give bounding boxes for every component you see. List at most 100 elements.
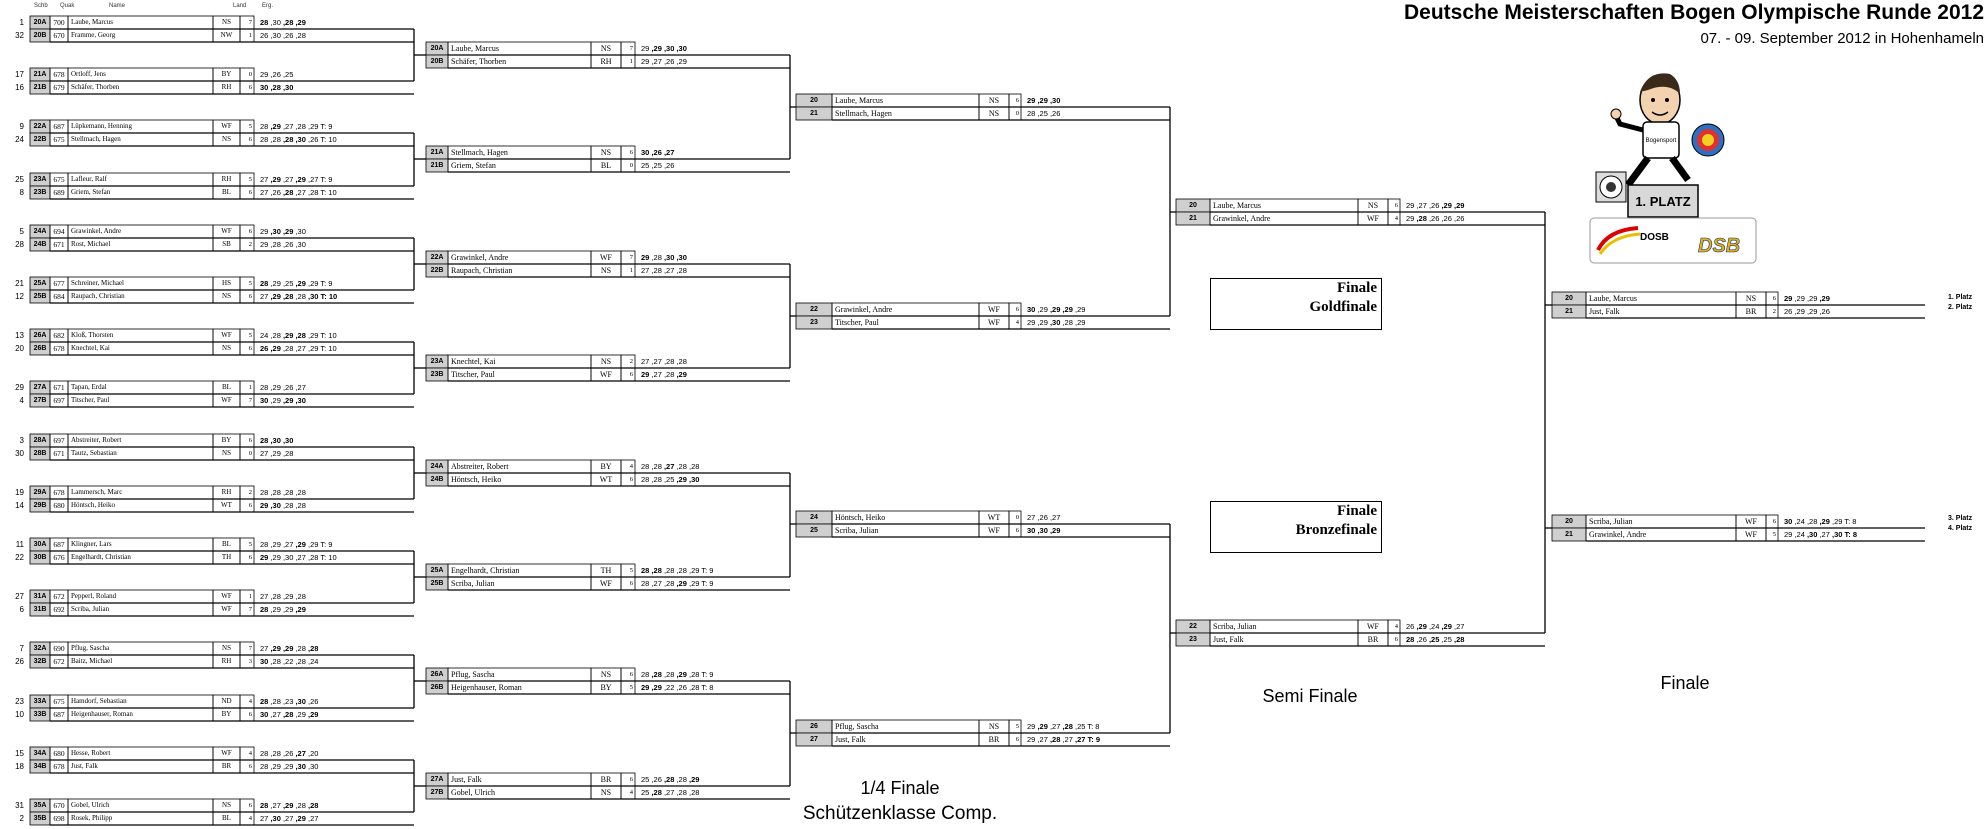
end-score: ,27 <box>270 710 283 719</box>
col-header-name: Name <box>109 3 126 9</box>
end-score: ,28 <box>651 566 664 575</box>
end-scores: 30 ,29 ,29 ,30 <box>260 394 306 407</box>
end-score: ,29 <box>1819 517 1832 526</box>
state-code: WF <box>221 396 232 404</box>
seed-number: 3 <box>19 436 24 445</box>
qual-score: 678 <box>53 488 65 497</box>
end-score: ,26 <box>307 697 319 706</box>
end-score: 28 <box>641 670 652 679</box>
end-scores: 29 ,29 ,30 <box>1027 94 1060 107</box>
qual-score: 670 <box>53 801 65 810</box>
end-score: ,26 <box>651 775 664 784</box>
match-code: 20 <box>1565 295 1573 302</box>
end-scores: 29 ,27 ,26 ,29 <box>641 55 687 68</box>
end-scores: 30 ,24 ,28 ,29 ,29 T: 8 <box>1784 515 1856 528</box>
match-code: 21 <box>1189 215 1197 222</box>
end-score: ,28 <box>270 488 283 497</box>
end-score: 29 <box>641 683 652 692</box>
end-score: ,29 T: 9 <box>307 122 333 131</box>
match-code: 25B <box>33 293 47 300</box>
end-score: ,28 <box>270 657 283 666</box>
end-score: ,29 <box>282 762 296 771</box>
podium-label: 1. PLATZ <box>1635 194 1690 209</box>
match-code: 31B <box>33 606 47 613</box>
end-score: 25 <box>641 788 652 797</box>
athlete-name: Scriba, Julian <box>835 526 879 535</box>
qual-score: 671 <box>53 240 65 249</box>
seed-number: 14 <box>15 501 24 510</box>
match-code: 20B <box>430 58 444 65</box>
end-score: ,30 <box>295 240 306 249</box>
end-score: ,28 <box>688 788 700 797</box>
athlete-name: Engelhardt, Christian <box>71 553 131 561</box>
state-code: NS <box>222 644 231 652</box>
end-score: ,29 <box>282 396 296 405</box>
state-code: HS <box>222 279 231 287</box>
seed-number: 26 <box>15 657 24 666</box>
set-points: 4 <box>1394 215 1398 222</box>
state-code: NS <box>222 344 231 352</box>
end-score: ,30 <box>295 135 308 144</box>
state-code: NS <box>600 357 612 366</box>
end-scores: 29 ,30 ,28 ,28 <box>260 499 306 512</box>
qual-score: 676 <box>53 553 65 562</box>
qual-score: 671 <box>53 449 65 458</box>
end-score: ,29 <box>688 775 700 784</box>
end-score: ,27 <box>1819 530 1832 539</box>
end-score: 26 <box>260 31 271 40</box>
end-score: ,29 <box>1074 305 1086 314</box>
state-code: WF <box>600 370 612 379</box>
end-score: ,26 <box>1819 307 1830 316</box>
athlete-name: Raupach, Christian <box>451 266 513 275</box>
set-points: 6 <box>629 371 633 378</box>
end-scores: 28 ,28 ,27 ,28 ,28 <box>641 460 699 473</box>
end-score: ,27 <box>1049 722 1063 731</box>
end-scores: 30 ,26 ,27 <box>641 146 674 159</box>
set-points: 6 <box>248 84 252 91</box>
qual-score: 687 <box>53 710 65 719</box>
seed-number: 32 <box>15 31 24 40</box>
match-code: 21 <box>1565 308 1573 315</box>
end-score: ,29 <box>270 279 283 288</box>
athlete-name: Grawinkel, Andre <box>1589 530 1647 539</box>
state-code: WT <box>221 501 232 509</box>
end-score: ,29 <box>1819 294 1830 303</box>
set-points: 6 <box>629 476 633 483</box>
col-header-schb: Schb <box>34 3 48 9</box>
end-score: 27 <box>260 188 271 197</box>
match-code: 33A <box>33 698 47 705</box>
place-4: 4. Platz <box>1948 525 1973 532</box>
end-score: ,29 <box>295 175 308 184</box>
qual-score: 687 <box>53 122 65 131</box>
match-code: 20 <box>810 97 818 104</box>
end-score: 27 <box>1027 513 1038 522</box>
end-score: 27 <box>260 592 271 601</box>
set-points: 4 <box>629 789 633 796</box>
end-score: ,29 <box>651 44 664 53</box>
state-code: WT <box>987 513 1001 522</box>
match-code: 21A <box>430 149 444 156</box>
end-score: ,24 <box>1428 622 1442 631</box>
end-score: 28 <box>641 579 652 588</box>
end-score: 29 <box>260 501 271 510</box>
match-code: 26 <box>810 723 818 730</box>
set-points: 0 <box>1015 110 1019 117</box>
end-score: ,28 T: 8 <box>688 683 714 692</box>
end-score: 29 <box>641 44 652 53</box>
end-score: ,29 T: 9 <box>688 579 714 588</box>
end-score: ,28 <box>295 122 308 131</box>
set-points: 1 <box>248 384 252 391</box>
end-scores: 29 ,28 ,30 ,30 <box>641 251 687 264</box>
match-code: 27 <box>810 736 818 743</box>
athlete-name: Framme, Georg <box>71 31 116 39</box>
end-score: ,30 <box>307 762 319 771</box>
end-score: 30 <box>1027 526 1038 535</box>
end-score: ,25 <box>1441 635 1454 644</box>
match-code: 26B <box>33 345 47 352</box>
state-code: BL <box>222 188 231 196</box>
set-points: 4 <box>629 463 633 470</box>
state-code: BL <box>222 540 231 548</box>
end-scores: 28 ,29 ,27 ,28 ,29 T: 9 <box>260 120 332 133</box>
end-score: 28 <box>641 475 652 484</box>
state-code: WF <box>221 605 232 613</box>
